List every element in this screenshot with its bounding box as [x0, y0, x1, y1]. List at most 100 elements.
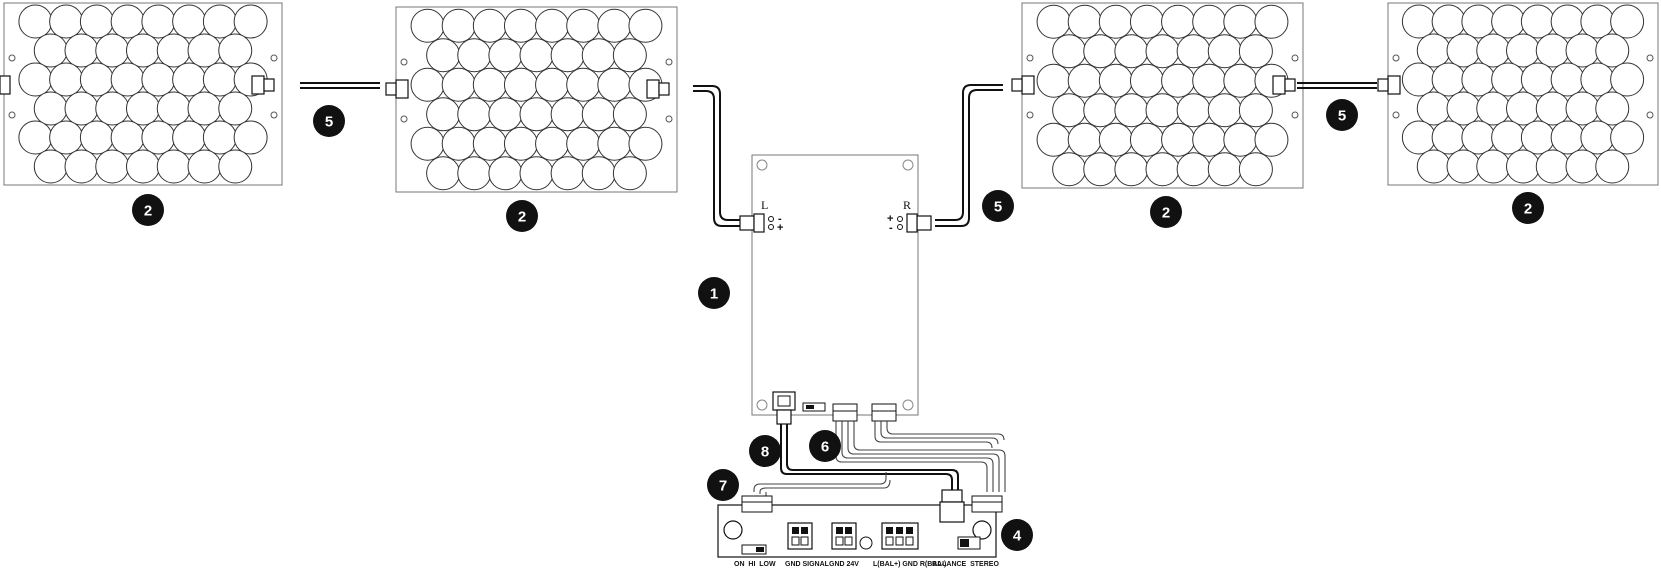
speaker-driver: [1083, 34, 1118, 69]
speaker-driver: [1254, 122, 1289, 157]
speaker-driver: [156, 149, 191, 184]
speaker-panel: [1011, 2, 1304, 189]
speaker-driver: [1520, 120, 1555, 155]
speaker-driver: [141, 120, 176, 155]
speaker-driver: [457, 38, 492, 73]
panel-connector: [385, 79, 409, 99]
speaker-driver: [1446, 91, 1481, 126]
speaker-driver: [1192, 63, 1227, 98]
speaker-driver: [1036, 63, 1071, 98]
speaker-driver: [1161, 122, 1196, 157]
speaker-driver: [1129, 122, 1164, 157]
speaker-driver: [519, 156, 554, 191]
cables: [300, 82, 1377, 227]
speaker-driver: [1223, 63, 1258, 98]
speaker-driver: [1535, 149, 1570, 184]
speaker-driver: [95, 33, 130, 68]
speaker-driver: [457, 156, 492, 191]
speaker-driver: [566, 67, 601, 102]
speaker-driver: [1067, 4, 1102, 39]
gain-switch-label: ON HI LOW: [734, 561, 776, 568]
speaker-driver: [503, 126, 538, 161]
speaker-driver: [202, 62, 237, 97]
power-terminal-label: GND 24V: [829, 561, 859, 568]
speaker-driver: [628, 126, 663, 161]
speaker-driver: [597, 8, 632, 43]
panel-connector: [1272, 75, 1296, 95]
speaker-driver: [141, 4, 176, 39]
callout-number: 7: [719, 478, 727, 495]
speaker-driver: [1461, 62, 1496, 97]
left-output-connector: [739, 213, 774, 233]
signal-header-2: [871, 403, 897, 422]
callout-number: 2: [144, 203, 152, 220]
right-plus-symbol: +: [887, 213, 893, 225]
speaker-driver: [1192, 4, 1227, 39]
speaker-driver: [1520, 4, 1555, 39]
speaker-driver: [472, 126, 507, 161]
speaker-driver: [535, 67, 570, 102]
speaker-driver: [1565, 149, 1600, 184]
speaker-driver: [1207, 34, 1242, 69]
callout-number: 8: [761, 444, 769, 461]
speaker-driver: [1446, 149, 1481, 184]
speaker-driver: [1506, 91, 1540, 126]
speaker-driver: [535, 126, 570, 161]
speaker-driver: [1491, 4, 1526, 39]
speaker-driver: [519, 97, 554, 132]
speaker-driver: [1401, 120, 1436, 155]
speaker-driver: [1535, 91, 1570, 126]
speaker-driver: [202, 120, 237, 155]
speaker-driver: [64, 91, 99, 126]
cable-right-channel: [935, 84, 1003, 227]
mode-switch-label: BALANCE STEREO: [932, 561, 999, 568]
speaker-driver: [410, 8, 445, 43]
speaker-driver: [1161, 4, 1196, 39]
callout-marker: 2: [1150, 196, 1182, 228]
speaker-driver: [1207, 152, 1242, 187]
speaker-driver: [1176, 93, 1211, 128]
speaker-driver: [519, 38, 554, 73]
signal-terminal-label: GND SIGNAL: [785, 561, 830, 568]
panel-connector: [251, 75, 275, 95]
speaker-driver: [1114, 93, 1149, 128]
power-terminal-block: [831, 522, 857, 550]
speaker-driver: [218, 91, 253, 126]
speaker-driver: [1461, 4, 1496, 39]
cable-left-link: [300, 82, 380, 89]
speaker-driver: [597, 126, 632, 161]
mode-switch: [957, 536, 981, 550]
callout-marker: 8: [749, 435, 781, 467]
audio-terminal-block: [881, 522, 919, 550]
cable-left-channel: [693, 85, 740, 227]
speaker-driver: [1176, 152, 1211, 187]
right-channel-label: R: [903, 198, 911, 212]
speaker-driver: [1114, 152, 1149, 187]
speaker-driver: [156, 91, 191, 126]
speaker-driver: [49, 62, 84, 97]
speaker-driver: [1083, 152, 1118, 187]
speaker-driver: [1129, 4, 1164, 39]
control-power-connector: [939, 489, 965, 523]
speaker-panel: [0, 2, 283, 186]
callouts: 2 5 2 1 5 2 5 2 8 6 7 4: [132, 99, 1544, 551]
speaker-driver: [1238, 152, 1273, 187]
speaker-driver: [1223, 122, 1258, 157]
speaker-driver: [64, 33, 99, 68]
internal-cables: [753, 421, 1006, 496]
callout-marker: 5: [1326, 99, 1358, 131]
speaker-driver: [172, 4, 207, 39]
left-plus-symbol: +: [777, 222, 783, 234]
speaker-driver: [95, 91, 130, 126]
speaker-driver: [441, 126, 476, 161]
speaker-driver: [488, 97, 523, 132]
speaker-driver: [1506, 149, 1540, 184]
speaker-driver: [202, 4, 237, 39]
speaker-driver: [1036, 4, 1071, 39]
control-header-left: [741, 495, 773, 513]
speaker-driver: [426, 38, 461, 73]
speaker-driver: [1145, 93, 1180, 128]
speaker-driver: [1431, 62, 1466, 97]
speaker-driver: [1145, 34, 1180, 69]
speaker-driver: [550, 38, 585, 73]
